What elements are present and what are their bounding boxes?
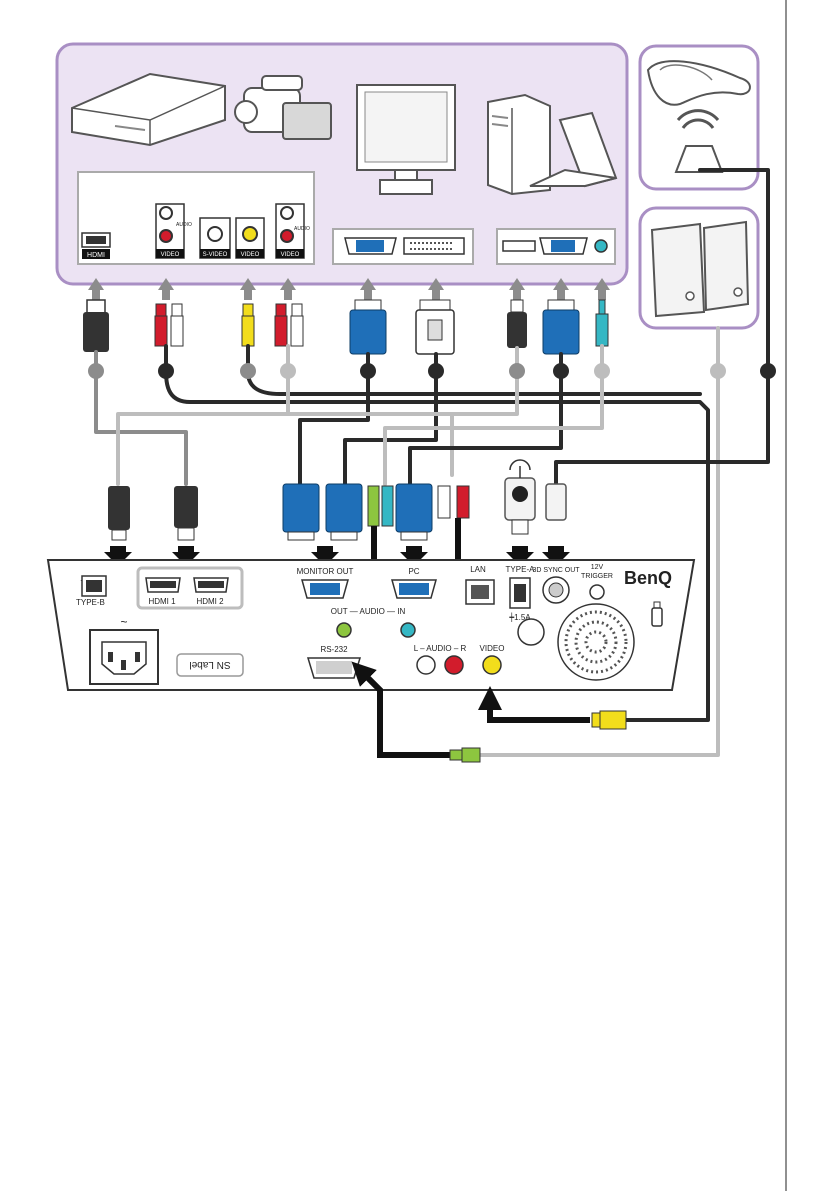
svg-text:SN Label: SN Label	[189, 659, 230, 670]
svg-text:~: ~	[120, 615, 127, 629]
video-cable-arrow	[490, 698, 590, 720]
pc-usb-jack	[503, 241, 535, 251]
svg-text:VIDEO: VIDEO	[161, 252, 180, 258]
svg-text:AUDIO: AUDIO	[176, 222, 192, 228]
rca-audio-connector-a	[155, 304, 183, 346]
audio-connector-pc	[596, 300, 608, 346]
svg-text:L – AUDIO – R: L – AUDIO – R	[414, 644, 467, 653]
hdmi1-port: HDMI 1	[146, 578, 180, 606]
vga-connector-monitor	[350, 300, 386, 354]
cable-dots	[88, 363, 776, 379]
svg-text:AUDIO: AUDIO	[294, 226, 310, 232]
speakers-icon	[652, 222, 748, 316]
hdmi-connector-bottom	[174, 486, 198, 540]
speaker-grille	[558, 604, 634, 680]
wireless-dongle	[505, 460, 535, 534]
green-audio-plug	[450, 748, 480, 762]
hdmi-jack: HDMI	[82, 233, 110, 259]
svg-text:HDMI 1: HDMI 1	[148, 597, 176, 606]
svg-text:VIDEO: VIDEO	[241, 252, 260, 258]
svg-text:PC: PC	[408, 567, 419, 576]
svg-text:S-VIDEO: S-VIDEO	[203, 252, 228, 258]
hdmi-connector-top	[83, 300, 109, 352]
usb-connector-type-b	[108, 486, 130, 540]
vga-connector-monitor-out-a	[283, 484, 319, 540]
usb-connector-pc	[507, 300, 527, 348]
vga-connector-pc	[543, 300, 579, 354]
svg-text:HDMI 2: HDMI 2	[196, 597, 224, 606]
dvi-connector	[416, 300, 454, 354]
svg-text:HDMI: HDMI	[87, 252, 105, 259]
audio-jack-plugs-green-cyan	[368, 486, 393, 526]
vga-connector-pc-in	[396, 484, 432, 540]
svg-text:RS-232: RS-232	[320, 645, 348, 654]
vga-connector-monitor-out-b	[326, 484, 362, 540]
video-jack-yellow: VIDEO	[236, 218, 264, 258]
svg-text:3D SYNC OUT: 3D SYNC OUT	[532, 567, 580, 574]
monitor-vga-jack	[345, 238, 396, 254]
svg-text:TRIGGER: TRIGGER	[581, 573, 613, 580]
svg-text:TYPE-A: TYPE-A	[506, 565, 536, 574]
sn-label: SN Label	[177, 654, 243, 676]
rca-audio-connector-bottom	[438, 486, 469, 518]
rca-video-connector	[242, 304, 254, 346]
3d-sync-connector	[546, 484, 566, 520]
rca-audio-connector-b	[275, 304, 303, 346]
svg-text:VIDEO: VIDEO	[480, 644, 505, 653]
svg-text:VIDEO: VIDEO	[281, 252, 300, 258]
monitor-dvi-jack	[404, 238, 464, 254]
monitor-out-port: MONITOR OUT	[297, 567, 354, 598]
rca-yellow-plug	[592, 711, 626, 729]
pc-audio-jack	[595, 240, 607, 252]
svideo-jack: S-VIDEO	[200, 218, 230, 258]
pc-vga-jack	[540, 238, 587, 254]
hdmi2-port: HDMI 2	[194, 578, 228, 606]
brand-logo: BenQ	[624, 568, 672, 588]
svg-text:MONITOR OUT: MONITOR OUT	[297, 567, 354, 576]
svg-text:12V: 12V	[591, 564, 604, 571]
svg-text:OUT — AUDIO — IN: OUT — AUDIO — IN	[331, 607, 406, 616]
svg-text:TYPE-B: TYPE-B	[76, 598, 105, 607]
svg-text:LAN: LAN	[470, 565, 486, 574]
